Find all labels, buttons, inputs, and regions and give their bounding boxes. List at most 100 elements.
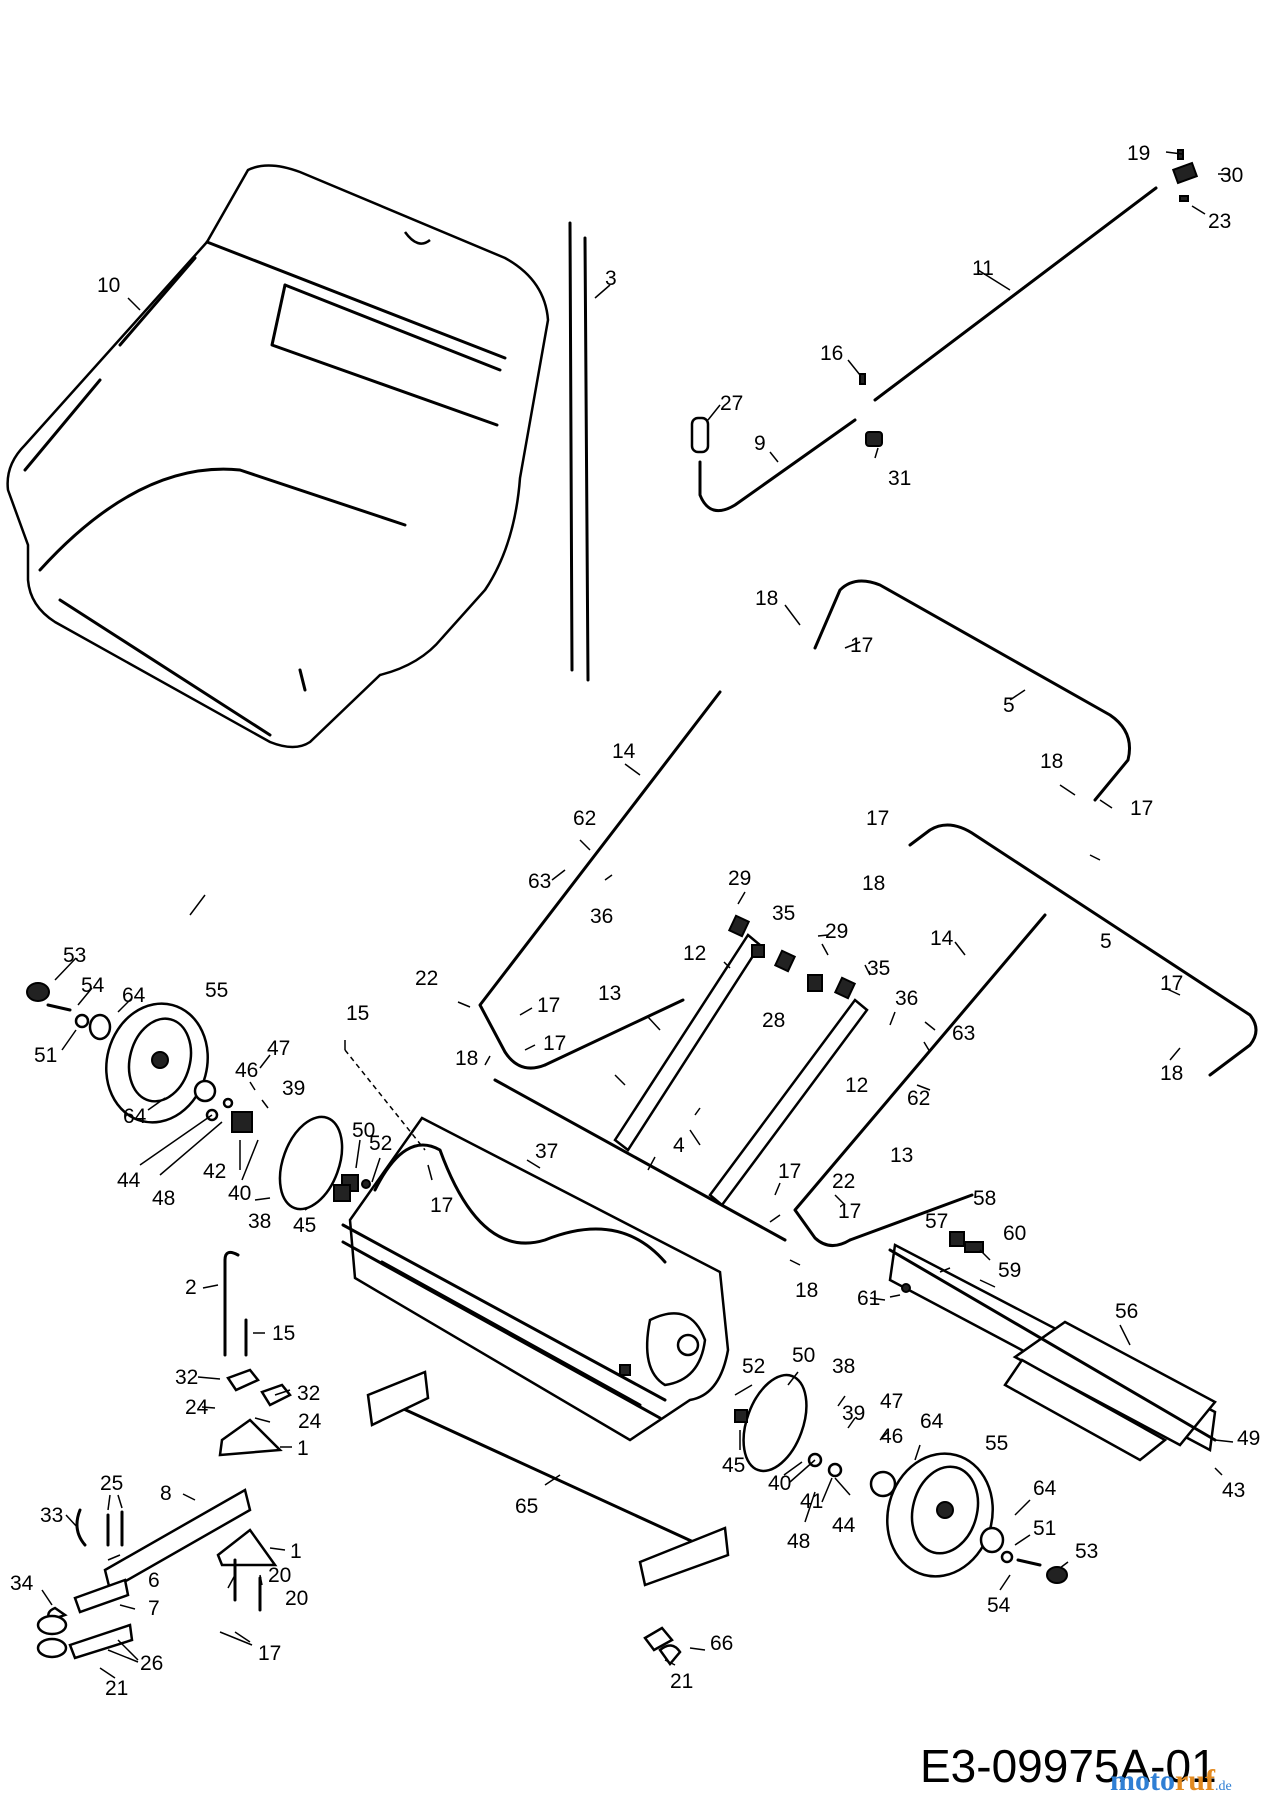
- callout-22-a: 22: [415, 967, 438, 990]
- callout-53-b: 53: [1075, 1540, 1098, 1563]
- callout-12-b: 12: [845, 1074, 868, 1097]
- callout-15-a: 15: [346, 1002, 369, 1025]
- callout-17-c: 17: [866, 807, 889, 830]
- callout-13-a: 13: [598, 982, 621, 1005]
- part-65-axle-bar: [366, 1370, 730, 1587]
- callout-56: 56: [1115, 1300, 1138, 1323]
- callout-47-b: 47: [880, 1390, 903, 1413]
- callout-48-b: 48: [787, 1530, 810, 1553]
- callout-10: 10: [97, 274, 120, 297]
- callout-25: 25: [100, 1472, 123, 1495]
- callout-44-b: 44: [832, 1514, 856, 1537]
- callout-2: 2: [185, 1276, 197, 1299]
- callout-38-a: 38: [248, 1210, 271, 1233]
- callout-18-c: 18: [862, 872, 885, 895]
- callout-59: 59: [998, 1259, 1021, 1282]
- callout-13-b: 13: [890, 1144, 913, 1167]
- callout-65: 65: [515, 1495, 538, 1518]
- part-3-rods: [568, 221, 590, 682]
- callout-52-a: 52: [369, 1132, 392, 1155]
- callout-24-b: 24: [298, 1410, 322, 1433]
- callout-37: 37: [535, 1140, 558, 1163]
- part-12-flat-bars: [613, 914, 869, 1207]
- callout-1-a: 1: [297, 1437, 309, 1460]
- part-55-left-wheel: [105, 1002, 209, 1124]
- callout-18-a: 18: [755, 587, 778, 610]
- callout-21-b: 21: [670, 1670, 693, 1693]
- callout-36-b: 36: [895, 987, 918, 1010]
- callout-18-b: 18: [1040, 750, 1063, 773]
- callout-17-j: 17: [258, 1642, 281, 1665]
- callout-19: 19: [1127, 142, 1150, 165]
- callout-62-b: 62: [907, 1087, 930, 1110]
- callout-7: 7: [148, 1597, 160, 1620]
- callout-17-a: 17: [850, 634, 873, 657]
- callout-41: 41: [800, 1490, 823, 1513]
- part-5-upper-frame: [813, 579, 1258, 1077]
- callout-15-b: 15: [272, 1322, 295, 1345]
- callout-35-a: 35: [772, 902, 795, 925]
- watermark: motoruf.de: [1110, 1764, 1232, 1797]
- callout-47-a: 47: [267, 1037, 290, 1060]
- part-13-cross-tubes: [543, 998, 974, 1242]
- callout-27: 27: [720, 392, 743, 415]
- callout-labels: 10 3 11 19 30 23 16 27 9 31 18 17 5 18 1…: [10, 142, 1260, 1700]
- callout-21-a: 21: [105, 1677, 128, 1700]
- callout-34: 34: [10, 1572, 34, 1595]
- callout-17-d: 17: [1160, 972, 1183, 995]
- callout-40-a: 40: [228, 1182, 251, 1205]
- callout-23: 23: [1208, 210, 1231, 233]
- callout-44-a: 44: [117, 1169, 141, 1192]
- callout-28: 28: [762, 1009, 785, 1032]
- callout-18-d: 18: [1160, 1062, 1183, 1085]
- drawing-code: E3-09975A-01: [920, 1740, 1217, 1792]
- callout-66: 66: [710, 1632, 733, 1655]
- callout-64-c: 64: [920, 1410, 944, 1433]
- callout-46-b: 46: [880, 1425, 903, 1448]
- callout-50-b: 50: [792, 1344, 815, 1367]
- part-55-right-wheel: [886, 1452, 994, 1578]
- callout-64-b: 64: [123, 1105, 147, 1128]
- callout-17-i: 17: [430, 1194, 453, 1217]
- callout-46-a: 46: [235, 1059, 258, 1082]
- callout-53-a: 53: [63, 944, 86, 967]
- callout-49: 49: [1237, 1427, 1260, 1450]
- callout-14-a: 14: [612, 740, 636, 763]
- callout-11: 11: [972, 257, 994, 280]
- callout-57: 57: [925, 1210, 948, 1233]
- callout-5-b: 5: [1100, 930, 1112, 953]
- callout-58: 58: [973, 1187, 996, 1210]
- callout-38-b: 38: [832, 1355, 855, 1378]
- callout-52-b: 52: [742, 1355, 765, 1378]
- callout-54-b: 54: [987, 1594, 1011, 1617]
- callout-17-g: 17: [778, 1160, 801, 1183]
- part-38-hub-covers: [278, 1115, 808, 1473]
- callout-50-a: 50: [352, 1119, 375, 1142]
- callout-29-a: 29: [728, 867, 751, 890]
- leader-lines: [41, 151, 1234, 1679]
- callout-14-b: 14: [930, 927, 954, 950]
- callout-22-b: 22: [832, 1170, 855, 1193]
- callout-5-a: 5: [1003, 694, 1015, 717]
- callout-26: 26: [140, 1652, 163, 1675]
- callout-4: 4: [673, 1134, 685, 1157]
- callout-20-a: 20: [268, 1564, 291, 1587]
- callout-51-a: 51: [34, 1044, 57, 1067]
- callout-17-e: 17: [537, 994, 560, 1017]
- callout-61: 61: [857, 1287, 880, 1310]
- callout-36-a: 36: [590, 905, 613, 928]
- callout-18-f: 18: [795, 1279, 818, 1302]
- callout-17-f: 17: [543, 1032, 566, 1055]
- callout-8: 8: [160, 1482, 172, 1505]
- callout-24-a: 24: [185, 1396, 209, 1419]
- callout-48-a: 48: [152, 1187, 175, 1210]
- callout-32-b: 32: [297, 1382, 320, 1405]
- callout-3: 3: [605, 267, 617, 290]
- small-hardware: [26, 982, 1068, 1584]
- callout-62-a: 62: [573, 807, 596, 830]
- callout-64-a: 64: [122, 984, 146, 1007]
- callout-60: 60: [1003, 1222, 1026, 1245]
- callout-55-b: 55: [985, 1432, 1008, 1455]
- callout-40-b: 40: [768, 1472, 791, 1495]
- callout-64-d: 64: [1033, 1477, 1057, 1500]
